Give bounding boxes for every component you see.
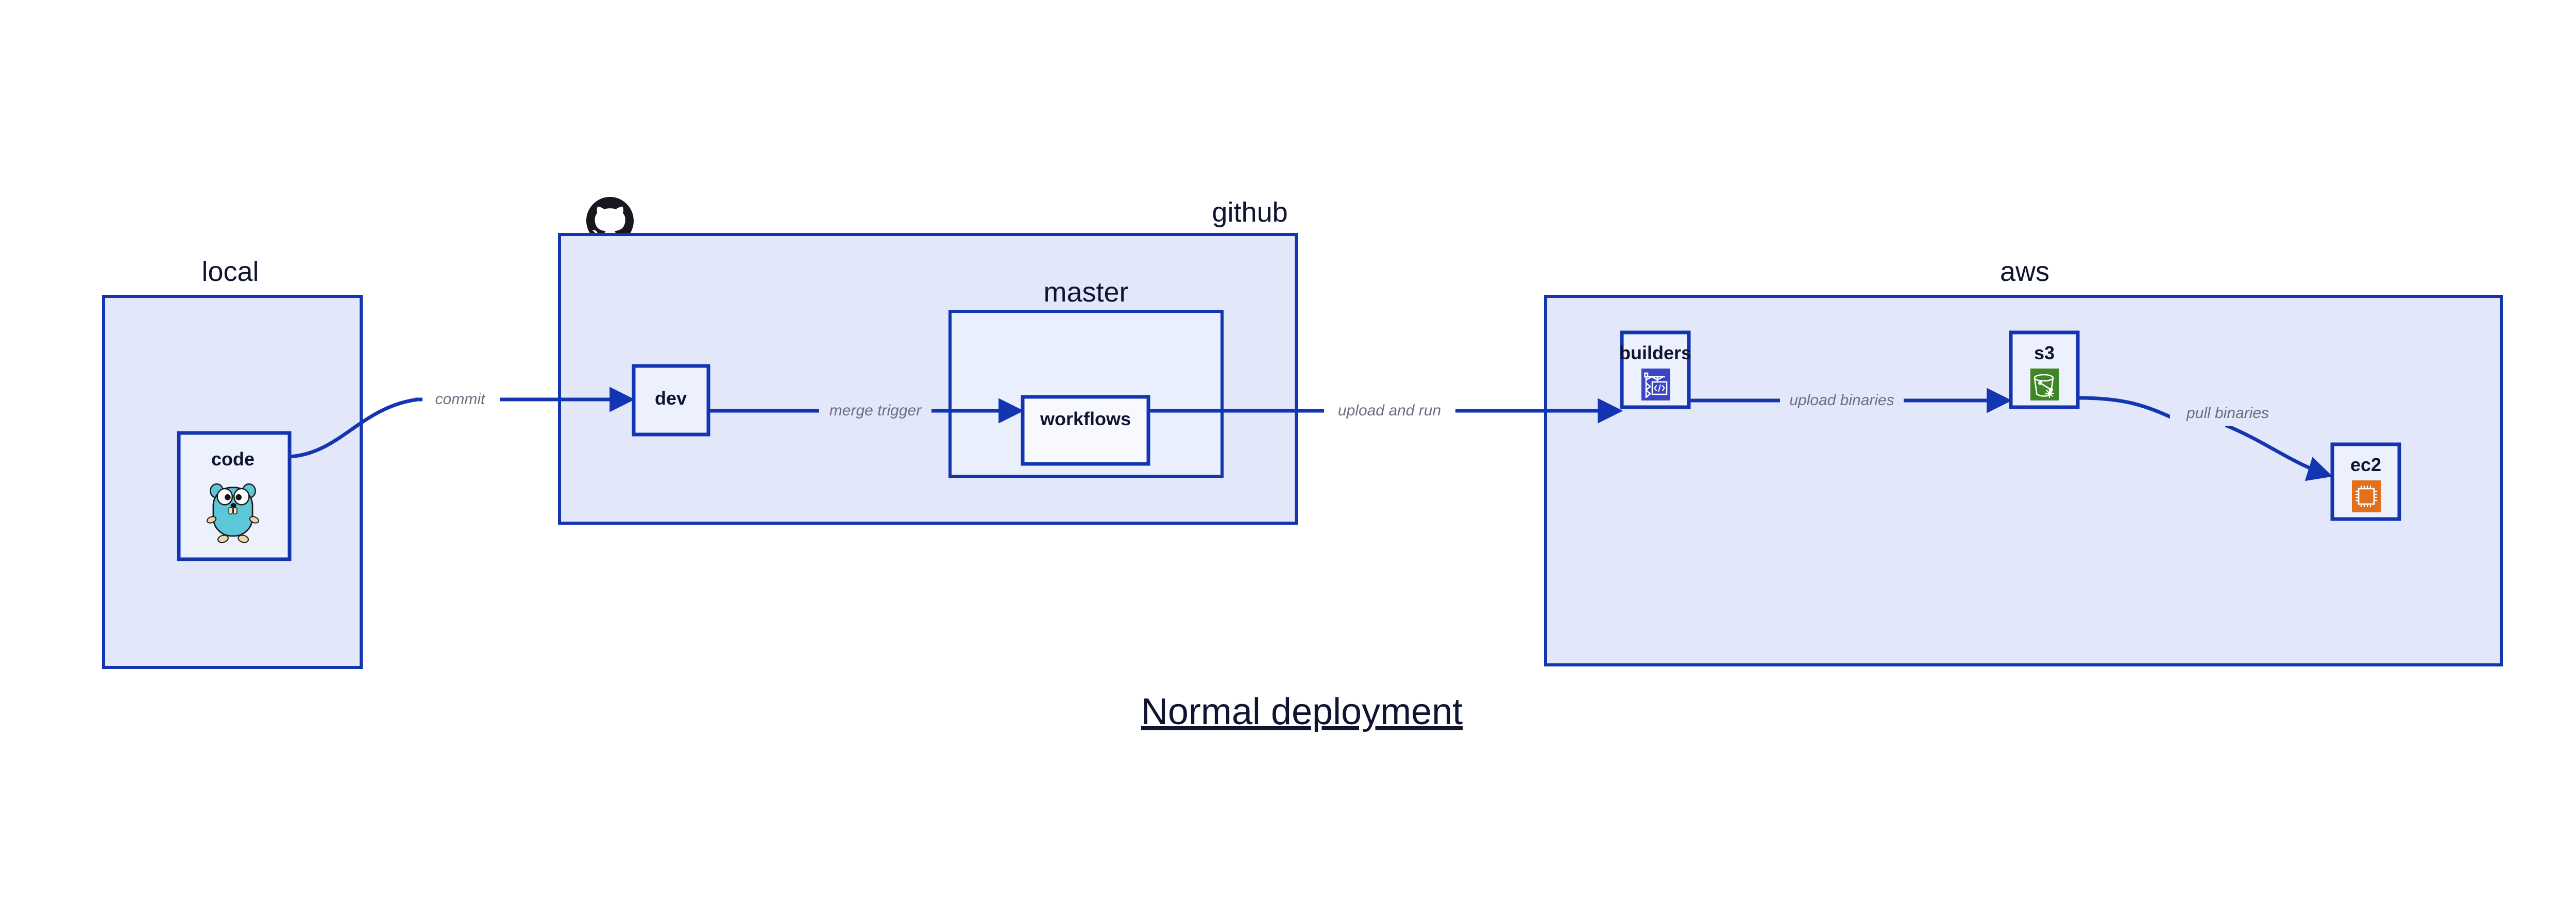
edge-commit-curve (289, 397, 418, 459)
edge-upload-binaries: upload binaries (1689, 388, 2012, 413)
group-local: local code (102, 256, 363, 669)
group-aws: aws builders (1544, 256, 2503, 666)
group-github-title: github (1212, 197, 1287, 228)
edge-pull-binaries: pull binaries (2078, 396, 2333, 481)
node-code-label: code (211, 448, 255, 470)
node-builders-label: builders (1619, 342, 1691, 363)
node-workflows-rect[interactable] (1021, 395, 1150, 466)
edge-merge-trigger-label: merge trigger (829, 402, 922, 419)
edge-commit-label-bg (422, 388, 500, 411)
edge-pull-binaries-label-bg (2170, 402, 2286, 426)
node-ec2[interactable]: ec2 (2330, 442, 2401, 521)
group-local-title: local (201, 256, 259, 287)
edge-upload-binaries-label-bg (1780, 389, 1904, 412)
edge-upload-binaries-label: upload binaries (1789, 392, 1894, 409)
edge-pull-binaries-curve-a (2078, 396, 2175, 421)
edge-upload-and-run-label: upload and run (1338, 402, 1441, 419)
node-workflows-label: workflows (1040, 408, 1131, 429)
subgroup-master: master workflows (948, 277, 1224, 478)
node-builders[interactable]: builders (1619, 330, 1691, 409)
group-github: github master workflows dev (558, 197, 1298, 525)
diagram-title: Normal deployment (1141, 691, 1463, 732)
edge-merge-trigger: merge trigger (709, 398, 1024, 424)
node-code[interactable]: code (177, 431, 292, 561)
aws-s3-bucket-icon (2030, 369, 2059, 400)
edge-upload-and-run: upload and run (1149, 398, 1623, 424)
edge-pull-binaries-curve-b (2225, 423, 2333, 481)
node-dev-rect[interactable] (632, 364, 710, 437)
node-s3[interactable]: s3 (2009, 330, 2080, 409)
edge-commit-label: commit (435, 391, 486, 408)
node-ec2-label: ec2 (2350, 454, 2381, 475)
github-octocat-icon (586, 197, 634, 243)
edge-upload-and-run-label-bg (1324, 399, 1455, 423)
aws-crane-code-icon (1641, 369, 1670, 400)
aws-ec2-chip-icon (2352, 480, 2381, 512)
node-s3-label: s3 (2034, 342, 2055, 363)
edge-merge-trigger-label-bg (819, 399, 931, 423)
go-gopher-icon (206, 483, 260, 543)
group-aws-title: aws (2000, 256, 2049, 287)
edge-pull-binaries-label: pull binaries (2186, 405, 2269, 422)
subgroup-master-title: master (1043, 277, 1128, 308)
node-workflows[interactable]: workflows (1021, 395, 1150, 466)
edge-commit: commit (289, 387, 635, 459)
node-dev[interactable]: dev (632, 364, 710, 437)
node-dev-label: dev (655, 388, 687, 409)
